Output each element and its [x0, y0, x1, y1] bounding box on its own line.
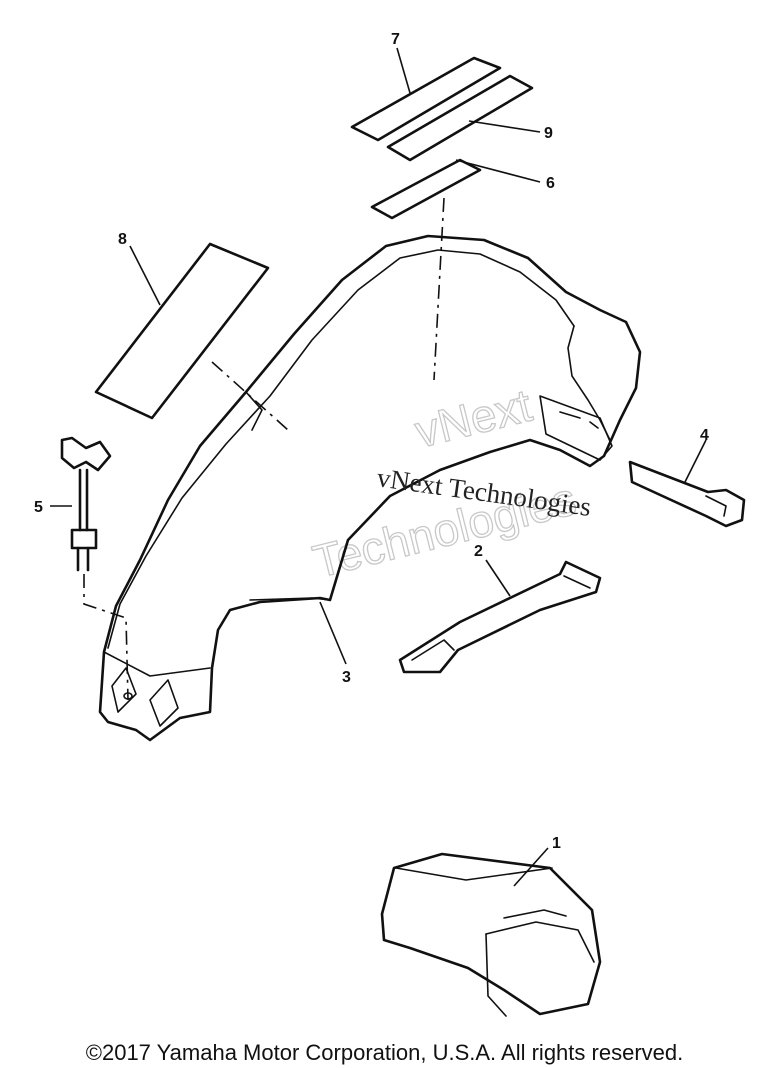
callout-3: 3 — [342, 669, 351, 686]
part-8-decal — [94, 242, 289, 431]
part-4-rod — [628, 439, 746, 528]
part-2-strap — [398, 559, 602, 674]
callout-8: 8 — [118, 231, 127, 248]
callout-2: 2 — [474, 543, 483, 560]
watermark-outline-word-1: vNext — [410, 379, 537, 458]
callout-9: 9 — [544, 125, 553, 142]
part-1-box — [380, 847, 602, 1017]
callout-1: 1 — [552, 835, 561, 852]
part-5-wing-bolt — [50, 436, 129, 701]
callout-labels: 7 9 6 8 4 5 2 3 1 — [34, 31, 709, 852]
part-9-decal — [386, 74, 541, 162]
callout-6: 6 — [546, 175, 555, 192]
callout-5: 5 — [34, 499, 43, 516]
part-3-cover — [98, 234, 642, 742]
callout-4: 4 — [700, 427, 709, 444]
copyright-notice: ©2017 Yamaha Motor Corporation, U.S.A. A… — [85, 1040, 684, 1065]
part-7-decal — [350, 47, 502, 142]
part-6-decal — [370, 158, 541, 381]
callout-7: 7 — [391, 31, 400, 48]
